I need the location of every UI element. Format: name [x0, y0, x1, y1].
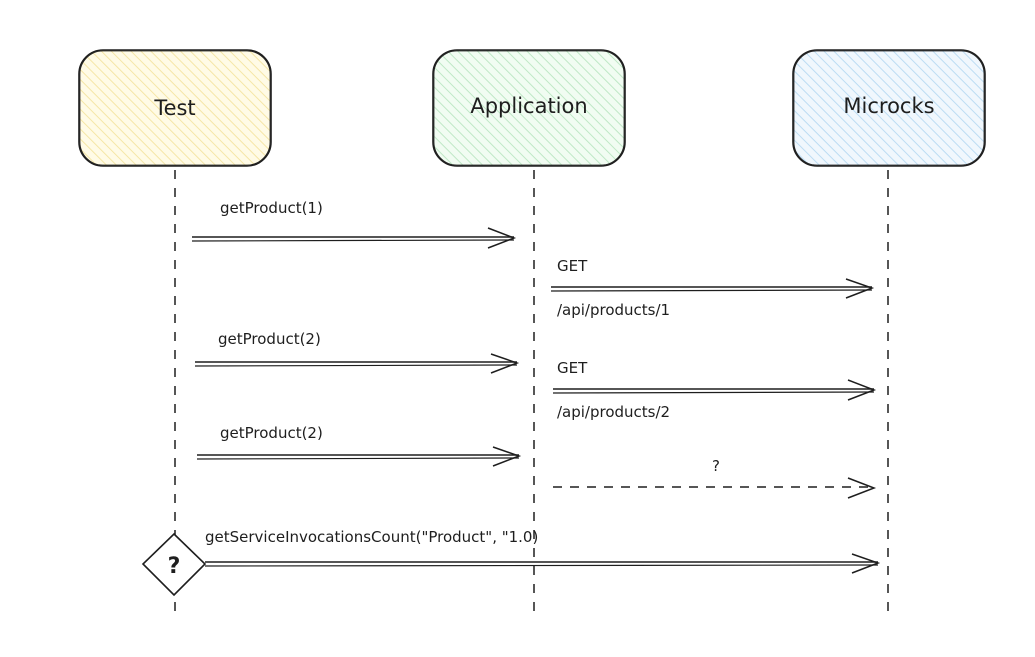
- message-unknown-label: ?: [712, 457, 720, 475]
- participant-application: Application: [432, 49, 626, 167]
- message-unknown: ?: [553, 457, 877, 499]
- message-get-product-2b-label: getProduct(2): [220, 424, 323, 442]
- message-get-product-1: getProduct(1): [191, 199, 517, 249]
- message-get-products-2-path: /api/products/2: [557, 403, 670, 421]
- participant-application-label: Application: [470, 94, 587, 118]
- message-get-product-2b: getProduct(2): [196, 424, 522, 467]
- message-get-service-invocations-count-label: getServiceInvocationsCount("Product", "1…: [205, 528, 538, 546]
- message-get-products-2-method: GET: [557, 359, 588, 377]
- participant-microcks-label: Microcks: [843, 94, 934, 118]
- decision-diamond-label: ?: [168, 554, 181, 579]
- message-get-product-1-label: getProduct(1): [220, 199, 323, 217]
- message-get-products-1-path: /api/products/1: [557, 301, 670, 319]
- message-get-products-1-method: GET: [557, 257, 588, 275]
- participant-test-label: Test: [153, 96, 195, 120]
- participant-microcks: Microcks: [792, 49, 986, 167]
- participant-test: Test: [78, 49, 272, 167]
- message-get-product-2a: getProduct(2): [194, 330, 520, 374]
- decision-diamond: ?: [141, 532, 207, 597]
- message-get-products-1: GET /api/products/1: [550, 257, 875, 319]
- message-get-products-2: GET /api/products/2: [552, 359, 877, 421]
- message-get-product-2a-label: getProduct(2): [218, 330, 321, 348]
- message-get-service-invocations-count: getServiceInvocationsCount("Product", "1…: [204, 528, 881, 574]
